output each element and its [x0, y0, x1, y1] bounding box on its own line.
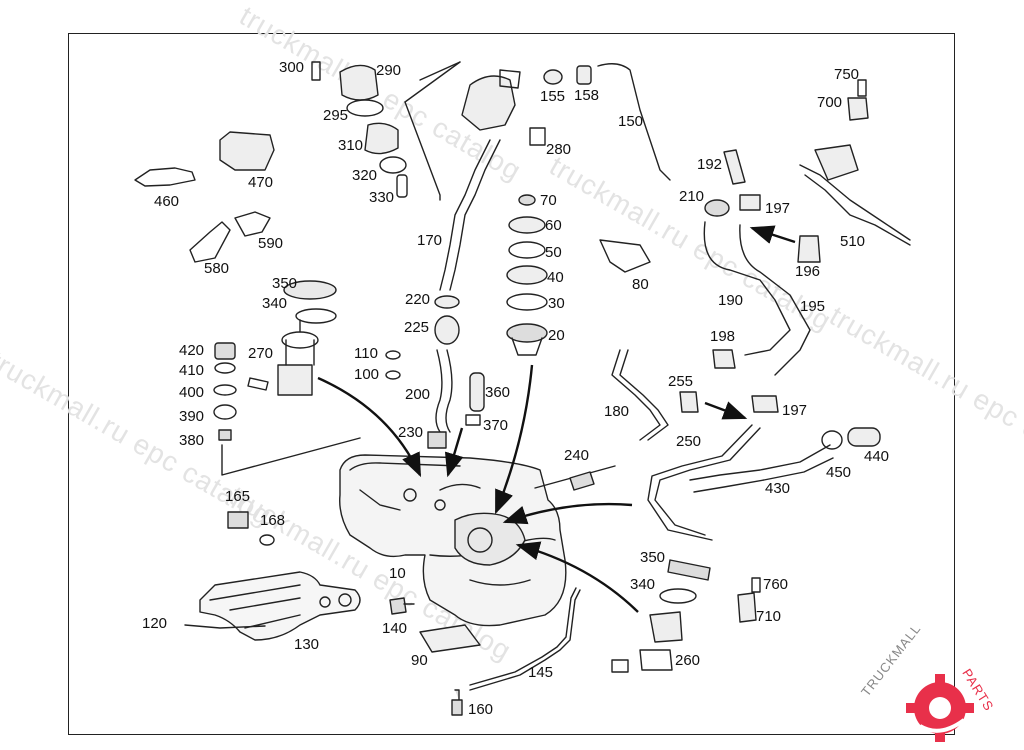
callout-240: 240 [564, 447, 590, 464]
callout-165: 165 [225, 488, 251, 505]
callout-340-upper: 340 [262, 295, 288, 312]
callout-155: 155 [540, 88, 566, 105]
callout-710: 710 [756, 608, 782, 625]
callout-192: 192 [697, 156, 723, 173]
callout-120: 120 [142, 615, 168, 632]
callout-440: 440 [864, 448, 890, 465]
callout-390: 390 [179, 408, 205, 425]
callout-330: 330 [369, 189, 395, 206]
callout-340-lower: 340 [630, 576, 656, 593]
callout-200: 200 [405, 386, 431, 403]
callout-168: 168 [260, 512, 286, 529]
callout-195: 195 [800, 298, 826, 315]
callout-80: 80 [632, 276, 649, 293]
callout-198: 198 [710, 328, 736, 345]
callout-350-upper: 350 [272, 275, 298, 292]
callout-580: 580 [204, 260, 230, 277]
callout-450: 450 [826, 464, 852, 481]
callout-270: 270 [248, 345, 274, 362]
callout-750: 750 [834, 66, 860, 83]
callout-320: 320 [352, 167, 378, 184]
callout-310: 310 [338, 137, 364, 154]
callout-40: 40 [547, 269, 564, 286]
callout-158: 158 [574, 87, 600, 104]
callout-470: 470 [248, 174, 274, 191]
callout-100: 100 [354, 366, 380, 383]
callout-110: 110 [354, 345, 378, 362]
callout-30: 30 [548, 295, 565, 312]
callout-370: 370 [483, 417, 509, 434]
callout-280: 280 [546, 141, 572, 158]
callout-360: 360 [485, 384, 511, 401]
fuel-tank [339, 454, 567, 627]
callout-70: 70 [540, 192, 557, 209]
fuel-pump-module [277, 280, 337, 396]
callout-160: 160 [468, 701, 494, 718]
callout-400: 400 [179, 384, 205, 401]
callout-410: 410 [179, 362, 205, 379]
callout-145: 145 [528, 664, 554, 681]
callout-197-upper: 197 [765, 200, 791, 217]
callout-220: 220 [405, 291, 431, 308]
callout-460: 460 [154, 193, 180, 210]
callout-60: 60 [545, 217, 562, 234]
callout-760: 760 [763, 576, 789, 593]
callout-430: 430 [765, 480, 791, 497]
callout-700: 700 [817, 94, 843, 111]
callout-197-lower: 197 [782, 402, 808, 419]
callout-90: 90 [411, 652, 428, 669]
callout-250: 250 [676, 433, 702, 450]
callout-20: 20 [548, 327, 565, 344]
callout-380: 380 [179, 432, 205, 449]
callout-170: 170 [417, 232, 443, 249]
callout-190: 190 [718, 292, 744, 309]
callout-130: 130 [294, 636, 320, 653]
callout-196: 196 [795, 263, 821, 280]
callout-50: 50 [545, 244, 562, 261]
callout-510: 510 [840, 233, 866, 250]
truckmall-parts-logo: TRUCKMALL PARTS [858, 621, 1020, 748]
callout-420: 420 [179, 342, 205, 359]
callout-140: 140 [382, 620, 408, 637]
callout-210: 210 [679, 188, 705, 205]
diagram-frame [68, 33, 955, 735]
callout-590: 590 [258, 235, 284, 252]
callout-230: 230 [398, 424, 424, 441]
callout-225: 225 [404, 319, 430, 336]
callout-10: 10 [389, 565, 406, 582]
callout-180: 180 [604, 403, 630, 420]
tank-bracket [199, 571, 361, 641]
callout-150: 150 [618, 113, 644, 130]
callout-255: 255 [668, 373, 694, 390]
callout-260: 260 [675, 652, 701, 669]
callout-300: 300 [279, 59, 305, 76]
callout-290: 290 [376, 62, 402, 79]
callout-295: 295 [323, 107, 349, 124]
callout-350-lower: 350 [640, 549, 666, 566]
